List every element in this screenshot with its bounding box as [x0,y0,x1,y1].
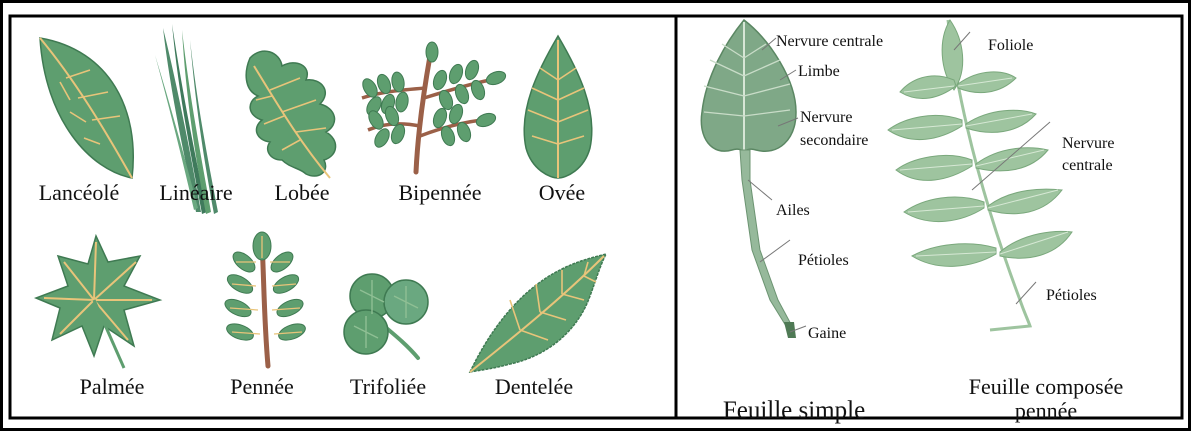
label-lanceolate: Lancéolé [39,180,120,205]
label-pinnate: Pennée [230,374,294,399]
title-simple-leaf: Feuille simple [723,397,865,424]
title-compound-leaf-line1: Feuille composée [969,374,1124,399]
label-petioles-compound: Pétioles [1046,287,1097,304]
label-serrate: Dentelée [495,374,573,399]
label-ailes: Ailes [776,202,810,219]
label-linear: Linéaire [159,180,232,205]
label-ovate: Ovée [539,180,585,205]
title-compound-leaf-line2: pennée [1015,398,1077,423]
label-nervure-centrale-1: Nervure [1062,135,1114,152]
label-petioles-simple: Pétioles [798,252,849,269]
label-nervure-secondaire-1: Nervure [800,109,852,126]
label-gaine: Gaine [808,325,846,342]
label-bipinnate: Bipennée [398,180,481,205]
label-limbe: Limbe [798,63,840,80]
label-nervure-centrale-simple: Nervure centrale [776,33,883,50]
label-nervure-secondaire-2: secondaire [800,132,868,149]
label-trifoliate: Trifoliée [350,374,426,399]
label-nervure-centrale-2: centrale [1062,157,1113,174]
label-palmate: Palmée [80,374,145,399]
label-foliole: Foliole [988,37,1033,54]
label-lobed: Lobée [275,180,330,205]
